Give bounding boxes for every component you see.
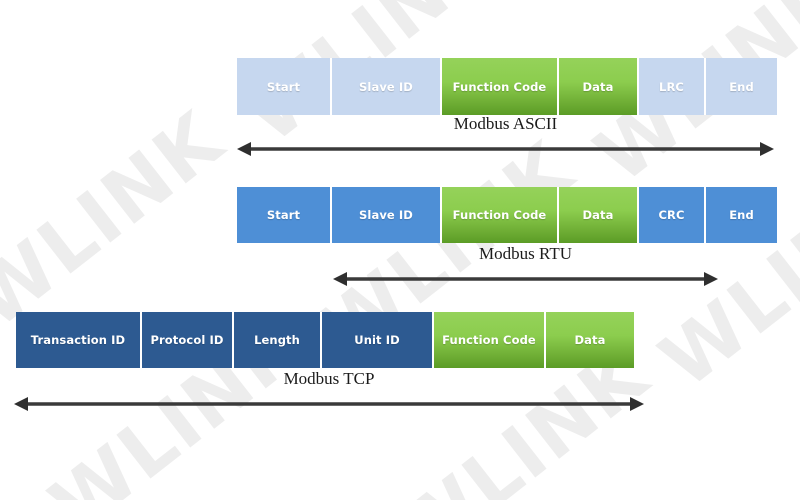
caption-modbus-tcp: Modbus TCP — [283, 369, 375, 388]
field-end[interactable]: End — [706, 58, 777, 115]
caption-modbus-rtu: Modbus RTU — [479, 244, 572, 263]
frame-row-modbus-tcp: Transaction ID Protocol ID Length Unit I… — [16, 312, 634, 368]
field-protocol-id[interactable]: Protocol ID — [142, 312, 234, 368]
measure-modbus-rtu: Modbus RTU — [333, 244, 718, 287]
measure-modbus-ascii: Modbus ASCII — [237, 114, 774, 157]
field-function-code[interactable]: Function Code — [434, 312, 546, 368]
double-arrow-icon — [237, 142, 774, 156]
frame-row-modbus-ascii: Start Slave ID Function Code Data LRC En… — [237, 58, 777, 115]
field-slave-id[interactable]: Slave ID — [332, 58, 442, 115]
field-transaction-id[interactable]: Transaction ID — [16, 312, 142, 368]
field-function-code[interactable]: Function Code — [442, 187, 559, 243]
field-data[interactable]: Data — [559, 58, 639, 115]
field-function-code[interactable]: Function Code — [442, 58, 559, 115]
frame-row-modbus-rtu: Start Slave ID Function Code Data CRC En… — [237, 187, 777, 243]
field-start[interactable]: Start — [237, 187, 332, 243]
double-arrow-icon — [14, 397, 644, 411]
measure-modbus-tcp: Modbus TCP — [14, 369, 644, 412]
field-unit-id[interactable]: Unit ID — [322, 312, 434, 368]
field-end[interactable]: End — [706, 187, 777, 243]
field-crc[interactable]: CRC — [639, 187, 706, 243]
field-data[interactable]: Data — [559, 187, 639, 243]
field-lrc[interactable]: LRC — [639, 58, 706, 115]
field-start[interactable]: Start — [237, 58, 332, 115]
double-arrow-icon — [333, 272, 718, 286]
field-slave-id[interactable]: Slave ID — [332, 187, 442, 243]
field-data[interactable]: Data — [546, 312, 634, 368]
caption-modbus-ascii: Modbus ASCII — [453, 114, 558, 133]
field-length[interactable]: Length — [234, 312, 322, 368]
